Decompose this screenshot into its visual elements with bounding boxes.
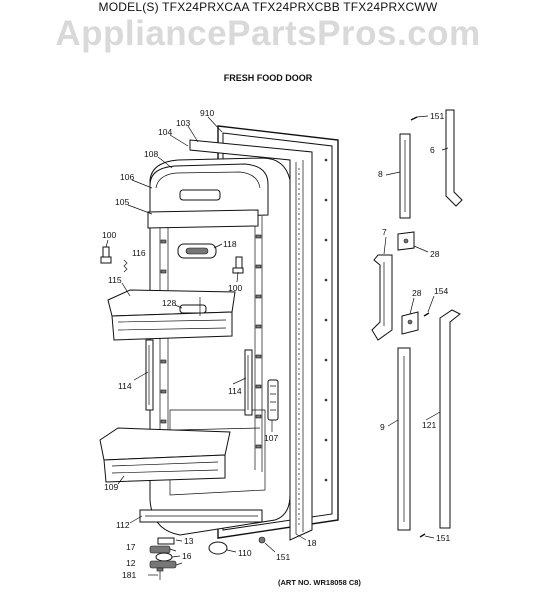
callout-116: 116 [132,248,146,258]
handle-7[interactable] [371,254,393,341]
shelf-bin-115[interactable] [107,289,236,341]
hinge-washer-16[interactable] [155,552,173,562]
mount-28-upper[interactable] [397,231,415,251]
callout-121: 121 [422,420,436,430]
callout-151-bottom: 151 [276,552,290,562]
callout-16: 16 [182,551,192,561]
hinge-cap-13[interactable] [157,537,175,545]
screw-181[interactable] [156,567,164,580]
callout-114-left: 114 [118,381,132,391]
callout-6: 6 [430,145,435,155]
callout-13: 13 [184,536,194,546]
callout-107: 107 [264,433,278,443]
callout-17: 17 [126,542,136,552]
callout-114-right: 114 [228,386,242,396]
callout-151-top: 151 [430,111,444,121]
lower-bin-109[interactable] [99,427,231,483]
callout-18: 18 [307,538,317,548]
mount-28-lower[interactable] [401,311,419,335]
seal-6[interactable] [445,109,463,207]
callout-105: 105 [115,197,129,207]
callout-8: 8 [378,169,383,179]
callout-112: 112 [116,520,130,530]
callout-910: 910 [200,108,214,118]
callout-118: 118 [223,239,237,249]
hinge-bushing-17[interactable] [149,545,171,554]
callout-100-left: 100 [102,230,116,240]
trim-9[interactable] [397,347,411,531]
callout-106: 106 [120,172,134,182]
leader-lines [105,115,449,576]
callout-109: 109 [104,482,118,492]
small-bin-118[interactable] [177,243,217,259]
diagram-title: FRESH FOOD DOOR [223,73,313,83]
rail-114-right[interactable] [244,349,253,416]
callout-154: 154 [434,286,448,296]
door-stop-107[interactable] [267,379,279,421]
trim-8[interactable] [399,133,411,219]
callout-9: 9 [380,422,385,432]
callout-28-upper: 28 [430,249,440,259]
screw-151-right[interactable] [419,533,426,538]
callout-28-lower: 28 [412,288,422,298]
callout-115: 115 [108,275,122,285]
spring-116[interactable] [123,259,128,273]
callout-151-right: 151 [436,533,450,543]
dairy-compartment[interactable] [147,163,269,229]
clip-100-left[interactable] [100,246,112,264]
cam-110[interactable] [208,541,228,555]
callout-104: 104 [158,127,172,137]
rail-114-left[interactable] [145,339,154,411]
door-gasket[interactable] [189,139,313,541]
model-numbers: MODEL(S) TFX24PRXCAA TFX24PRXCBB TFX24PR… [98,0,438,14]
callout-110: 110 [238,548,252,558]
art-number: (ART NO. WR18058 C8) [278,578,361,587]
callout-12: 12 [126,558,136,568]
callout-103: 103 [176,118,190,128]
watermark-logo: AppliancePartsPros.com [55,14,481,53]
callout-128: 128 [162,298,176,308]
callout-108: 108 [144,149,158,159]
screw-151-bottom[interactable] [258,536,266,544]
screw-151-top[interactable] [410,116,418,121]
hinge-plate-12[interactable] [149,560,177,569]
callout-labels: 910 103 104 108 106 105 100 116 118 100 … [102,108,450,580]
seal-121[interactable] [439,309,461,529]
screw-154[interactable] [423,312,430,317]
callout-7: 7 [382,227,387,237]
callout-100-right: 100 [228,283,242,293]
callout-181: 181 [122,570,136,580]
